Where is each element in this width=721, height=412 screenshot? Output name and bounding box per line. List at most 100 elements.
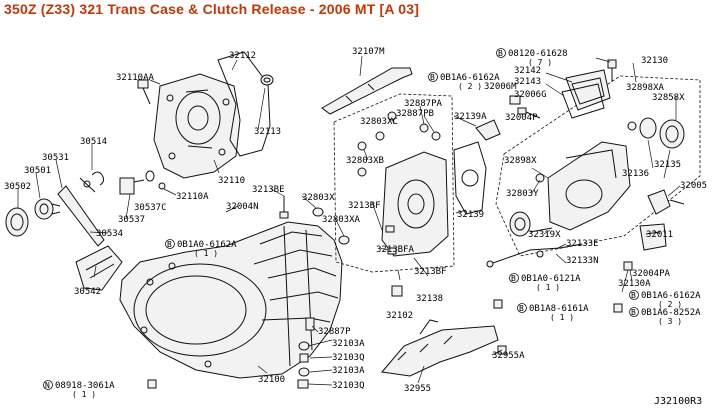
bolt-marker-0B1A0-6162A-letter: B [167, 240, 172, 249]
callout-32133N[interactable]: 32133N [566, 256, 599, 266]
callout-32113[interactable]: 32113 [254, 127, 281, 137]
callout-32006M[interactable]: 32006M [484, 82, 517, 92]
bolt-marker-0B1A8-6161A-letter: B [519, 304, 524, 313]
callout-32107M[interactable]: 32107M [352, 47, 385, 57]
callout-0B1A6-6162A-top-qty: ( 2 ) [458, 82, 482, 91]
bolt-marker-0B1A6-8252A: B [629, 307, 639, 317]
bolt-marker-0B1A6-8252A-letter: B [631, 308, 636, 317]
callout-32898X[interactable]: 32898X [504, 156, 537, 166]
bolt-08120 [607, 59, 617, 82]
callout-0B1A6-6162A-top[interactable]: 0B1A6-6162A [440, 73, 500, 83]
callout-32133E[interactable]: 32133E [566, 239, 599, 249]
adapter-plate-group [333, 93, 455, 273]
bolt-marker-0B1A0-6162A: B [165, 239, 175, 249]
callout-32130[interactable]: 32130 [641, 56, 668, 66]
callout-32130A[interactable]: 32130A [618, 279, 651, 289]
bolt-marker-0B1A8-6161A: B [517, 303, 527, 313]
callout-32004P[interactable]: 32004P [505, 113, 538, 123]
callout-32139A[interactable]: 32139A [454, 112, 487, 122]
callout-3213BE[interactable]: 3213BE [252, 185, 285, 195]
bracket-32011 [639, 223, 667, 251]
callout-32887PB[interactable]: 32887PB [396, 109, 434, 119]
callout-32110A[interactable]: 32110A [176, 192, 209, 202]
callout-32102[interactable]: 32102 [386, 311, 413, 321]
rear-extension-group [495, 75, 701, 257]
callout-32004PA[interactable]: 32004PA [632, 269, 671, 279]
callout-32138[interactable]: 32138 [416, 294, 443, 304]
callout-32011[interactable]: 32011 [646, 230, 673, 240]
callout-32955A[interactable]: 32955A [492, 351, 525, 361]
callout-32110[interactable]: 32110 [218, 176, 245, 186]
oil-seal-32113 [260, 74, 274, 86]
callout-32103Q-upper[interactable]: 32103Q [332, 353, 365, 363]
bolt-marker-0B1A6-top-letter: B [430, 73, 435, 82]
callout-32006G[interactable]: 32006G [514, 90, 547, 100]
callout-30531[interactable]: 30531 [42, 153, 69, 163]
callout-3213BFA[interactable]: 3213BFA [376, 245, 415, 255]
callout-32103A-upper[interactable]: 32103A [332, 339, 365, 349]
callout-32100[interactable]: 32100 [258, 375, 285, 385]
o-ring-32110A [145, 170, 166, 190]
nut-marker-08918: N [43, 380, 53, 390]
callout-32112[interactable]: 32112 [229, 51, 256, 61]
callout-0B1A0-6121A[interactable]: 0B1A0-6121A [521, 274, 581, 284]
dust-boot-30542 [75, 245, 123, 291]
callout-32142[interactable]: 32142 [514, 66, 541, 76]
callout-0B1A6-6162A-bottom[interactable]: 0B1A6-6162A [641, 291, 701, 301]
lever-spring [91, 171, 105, 186]
callout-32887PA[interactable]: 32887PA [404, 99, 443, 109]
callout-labels: 32112 32107M B 08120-61628 ( 7 ) 32130 3… [4, 47, 707, 407]
bolt-marker-0B1A6-bottom-letter: B [631, 291, 636, 300]
front-cover-32110 [153, 73, 241, 179]
callout-32803XC[interactable]: 32803XC [360, 117, 398, 127]
callout-32858X[interactable]: 32858X [652, 93, 685, 103]
callout-32103A-lower[interactable]: 32103A [332, 366, 365, 376]
callout-30537[interactable]: 30537 [118, 215, 145, 225]
callout-32887P[interactable]: 32887P [318, 327, 351, 337]
bolt-marker-08120-letter: B [498, 49, 503, 58]
callout-0B1A0-6162A[interactable]: 0B1A0-6162A [177, 240, 237, 250]
callout-32803XA[interactable]: 32803XA [322, 215, 361, 225]
lock-pin-32319X [529, 227, 553, 233]
callout-0B1A0-6121A-qty: ( 1 ) [536, 283, 560, 292]
callout-32803Y[interactable]: 32803Y [506, 189, 539, 199]
callout-32103Q-lower[interactable]: 32103Q [332, 381, 365, 391]
callout-30537C[interactable]: 30537C [134, 203, 167, 213]
callout-30501[interactable]: 30501 [24, 166, 51, 176]
callout-0B1A8-6161A-qty: ( 1 ) [550, 313, 574, 322]
callout-0B1A6-8252A-qty: ( 3 ) [658, 317, 682, 326]
nut-marker-08918-letter: N [45, 381, 50, 390]
bolt-marker-0B1A0-6121A: B [509, 273, 519, 283]
callout-32803X[interactable]: 32803X [302, 193, 335, 203]
callout-0B1A8-6161A[interactable]: 0B1A8-6161A [529, 304, 589, 314]
callout-08918-3061A[interactable]: 08918-3061A [55, 381, 115, 391]
callout-32803XB[interactable]: 32803XB [346, 156, 384, 166]
callout-32143[interactable]: 32143 [514, 77, 541, 87]
breather-32887P [305, 317, 315, 331]
callout-32135[interactable]: 32135 [654, 160, 681, 170]
callout-32004N[interactable]: 32004N [226, 202, 259, 212]
callout-30542[interactable]: 30542 [74, 287, 101, 297]
callout-30502[interactable]: 30502 [4, 182, 31, 192]
callout-32319X[interactable]: 32319X [528, 230, 561, 240]
callout-08120-61628-qty: ( 7 ) [528, 58, 552, 67]
callout-32005[interactable]: 32005 [680, 181, 707, 191]
callout-32110AA[interactable]: 32110AA [116, 73, 155, 83]
cover-32142 [565, 69, 611, 111]
harness-bracket-32133 [486, 243, 583, 268]
callout-32898XA[interactable]: 32898XA [626, 83, 665, 93]
callout-3213BF-lower[interactable]: 3213BF [414, 267, 447, 277]
callout-08120-61628[interactable]: 08120-61628 [508, 49, 568, 59]
callout-0B1A6-8252A[interactable]: 0B1A6-8252A [641, 308, 701, 318]
callout-30534[interactable]: 30534 [96, 229, 123, 239]
callout-32136[interactable]: 32136 [622, 169, 649, 179]
callout-32139[interactable]: 32139 [457, 210, 484, 220]
gasket-32143 [561, 83, 605, 119]
gasket-32139 [453, 141, 487, 215]
callout-32955[interactable]: 32955 [404, 384, 431, 394]
callout-3213BF[interactable]: 3213BF [348, 201, 381, 211]
bushings-32803X [312, 207, 350, 245]
callout-30514[interactable]: 30514 [80, 137, 107, 147]
page-title: 350Z (Z33) 321 Trans Case & Clutch Relea… [4, 1, 420, 17]
